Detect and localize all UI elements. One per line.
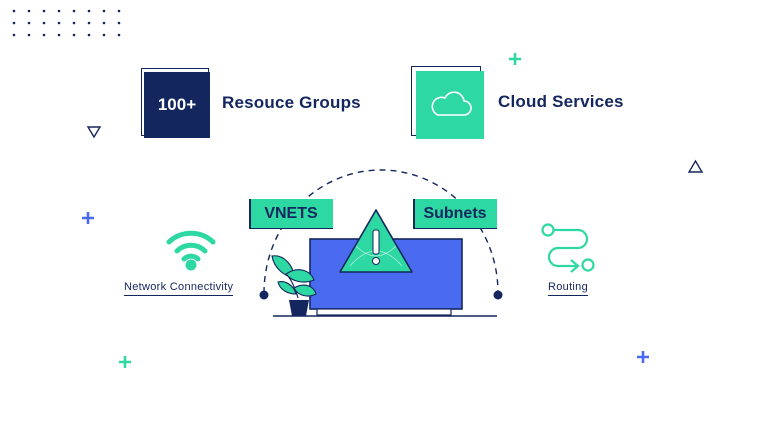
warning-icon xyxy=(339,209,413,273)
resource-groups-count: 100+ xyxy=(157,95,197,114)
plus-icon xyxy=(637,351,649,363)
routing-caption: Routing xyxy=(548,281,589,296)
wifi-icon xyxy=(166,230,216,271)
resource-groups-badge: 100+ xyxy=(141,68,210,138)
cloud-services-label: Cloud Services xyxy=(498,92,624,111)
connection-arc xyxy=(259,169,503,300)
dot-grid-decoration xyxy=(12,9,121,37)
plus-icon xyxy=(509,53,521,65)
subnets-label: Subnets xyxy=(423,204,487,222)
plant-icon xyxy=(271,255,317,316)
vnets-tag: VNETS xyxy=(249,199,333,229)
subnets-tag: Subnets xyxy=(413,199,497,229)
routing-icon xyxy=(541,223,595,273)
cloud-services-badge xyxy=(411,66,484,139)
plus-icon xyxy=(119,356,131,368)
triangle-up-icon xyxy=(687,159,704,173)
network-connectivity-caption: Network Connectivity xyxy=(124,281,234,296)
triangle-down-icon xyxy=(86,126,102,139)
resource-groups-label: Resouce Groups xyxy=(222,93,361,112)
cloud-icon xyxy=(431,91,472,116)
plus-icon xyxy=(82,212,94,224)
vnets-label: VNETS xyxy=(264,204,318,222)
